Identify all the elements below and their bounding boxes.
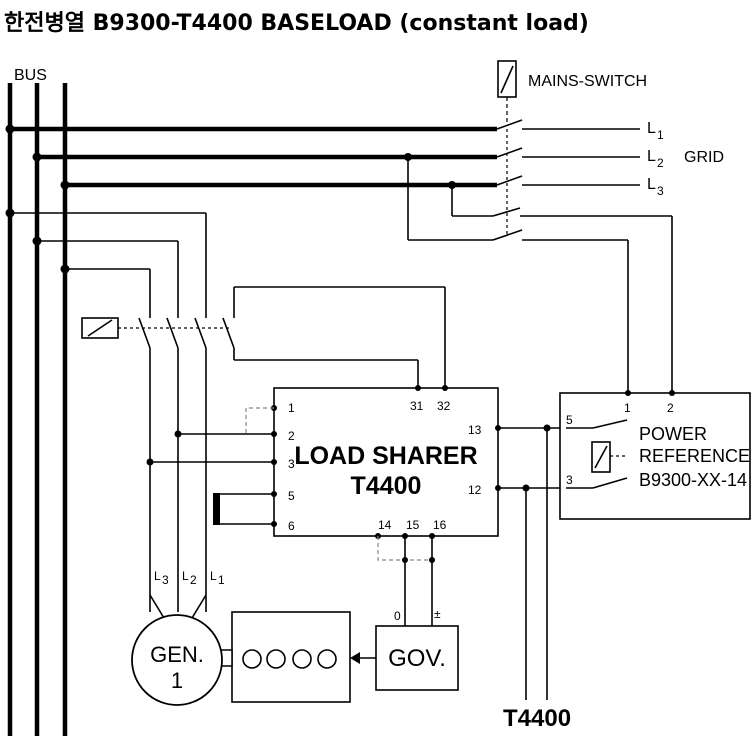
svg-text:2: 2 <box>657 156 664 170</box>
power-reference-line1: POWER <box>639 424 707 444</box>
load-sharer: LOAD SHARER T4400 1 2 3 5 6 31 32 13 12 … <box>271 385 501 539</box>
generator: L 3 L 2 L 1 GEN. 1 <box>131 569 225 706</box>
load-share-lines: T4400 <box>498 424 571 732</box>
svg-text:3: 3 <box>657 184 664 198</box>
svg-text:2: 2 <box>667 401 674 415</box>
svg-text:12: 12 <box>468 483 482 497</box>
svg-text:15: 15 <box>406 518 420 532</box>
svg-text:L: L <box>647 120 656 137</box>
generator-number: 1 <box>171 668 183 693</box>
generator-circle <box>131 614 223 706</box>
svg-text:16: 16 <box>433 518 447 532</box>
load-sharer-box <box>273 387 499 537</box>
grid-phase-lines <box>5 124 640 190</box>
t4400-bottom-label: T4400 <box>503 705 571 732</box>
svg-text:3: 3 <box>288 457 295 471</box>
svg-text:L: L <box>647 148 656 165</box>
svg-text:31: 31 <box>410 399 424 413</box>
svg-text:5: 5 <box>566 413 573 427</box>
grid-label: GRID <box>684 149 724 166</box>
engine <box>220 611 351 703</box>
bus-label: BUS <box>14 67 47 84</box>
power-reference-line2: REFERENCE <box>639 446 750 466</box>
svg-text:2: 2 <box>288 429 295 443</box>
svg-text:±: ± <box>434 607 441 621</box>
svg-text:1: 1 <box>218 573 225 587</box>
load-sharer-model: T4400 <box>351 472 422 500</box>
bus-bars <box>7 83 68 736</box>
svg-text:3: 3 <box>566 473 573 487</box>
svg-text:L: L <box>182 569 189 583</box>
svg-text:3: 3 <box>162 573 169 587</box>
svg-text:0: 0 <box>394 609 401 623</box>
svg-text:14: 14 <box>378 518 392 532</box>
page-title: 한전병열 B9300-T4400 BASELOAD (constant load… <box>4 11 589 36</box>
mains-switch-label: MAINS-SWITCH <box>528 73 647 90</box>
svg-text:L: L <box>647 176 656 193</box>
governor-wiring: 0 ± <box>377 536 441 626</box>
svg-text:6: 6 <box>288 519 295 533</box>
grid-sense-wires <box>404 153 673 393</box>
svg-text:1: 1 <box>624 401 631 415</box>
load-sharer-inputs <box>146 407 274 525</box>
svg-text:2: 2 <box>190 573 197 587</box>
generator-breaker <box>5 208 446 612</box>
power-reference-line3: B9300-XX-14 <box>639 470 747 490</box>
svg-text:5: 5 <box>288 489 295 503</box>
governor-label: GOV. <box>388 645 446 672</box>
generator-label: GEN. <box>150 642 204 667</box>
svg-text:L: L <box>154 569 161 583</box>
grid-labels: L 1 L 2 L 3 GRID <box>647 120 724 198</box>
load-sharer-name: LOAD SHARER <box>294 442 477 470</box>
svg-text:L: L <box>210 569 217 583</box>
svg-text:13: 13 <box>468 423 482 437</box>
engine-box <box>231 611 351 703</box>
power-reference: 1 2 5 3 POWER REFERENCE B9300-XX-14 <box>559 390 751 520</box>
svg-text:1: 1 <box>657 128 664 142</box>
mains-switch: MAINS-SWITCH <box>492 60 647 241</box>
svg-text:1: 1 <box>288 401 295 415</box>
svg-text:32: 32 <box>437 399 451 413</box>
governor: GOV. <box>350 625 459 691</box>
